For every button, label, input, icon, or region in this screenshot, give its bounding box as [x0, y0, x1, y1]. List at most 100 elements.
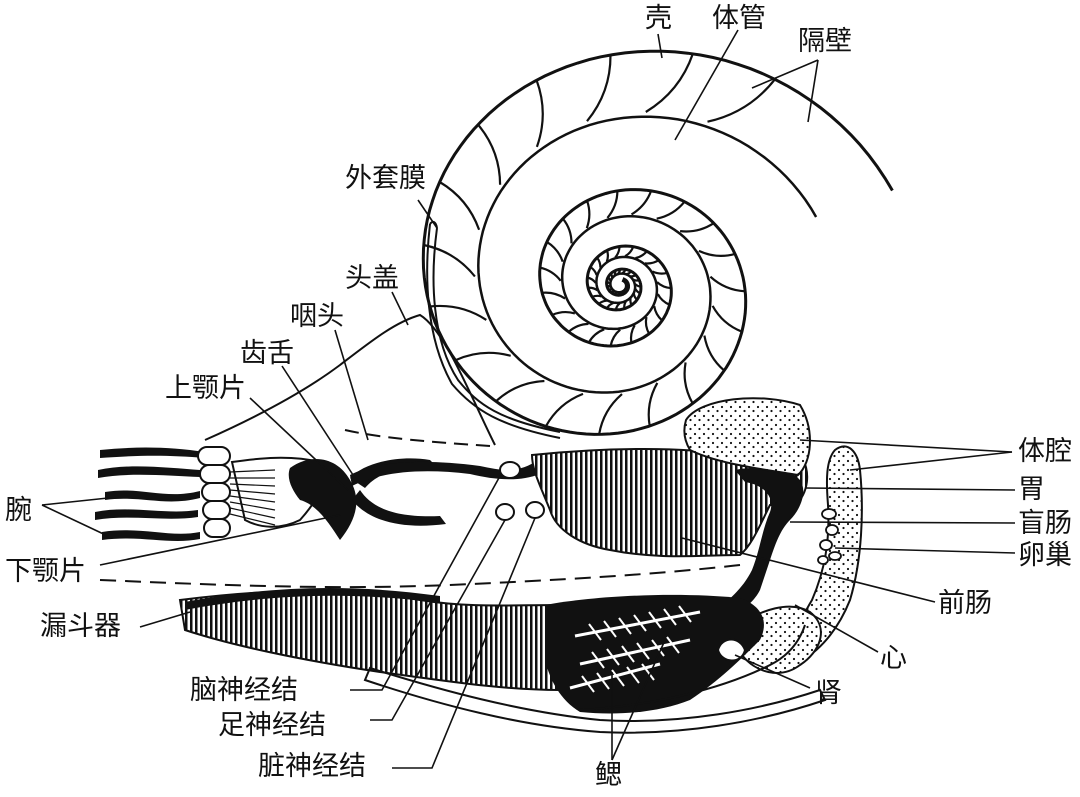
septum-line [535, 79, 544, 148]
septum-line [630, 274, 637, 278]
label-septum: 隔壁 [798, 26, 852, 57]
septum-line [617, 291, 621, 296]
septum-line [703, 335, 725, 372]
label-siphuncle: 体管 [712, 3, 766, 34]
septum-line [585, 200, 591, 229]
label-caecum: 盲肠 [1018, 508, 1072, 539]
label-cerebral-ganglion: 脑神经结 [190, 675, 298, 706]
septum-line [546, 240, 564, 263]
septum-line [544, 392, 584, 427]
septum-line [586, 54, 612, 122]
septum-line [541, 291, 566, 300]
septum-line [629, 324, 636, 343]
septum-line [623, 300, 627, 309]
septum-line [598, 393, 623, 435]
gills [569, 605, 701, 693]
label-coelom: 体腔 [1018, 436, 1072, 467]
septum-line [454, 351, 511, 362]
septum-line [609, 328, 621, 347]
septum-line [644, 316, 651, 335]
septum-line [624, 246, 635, 258]
septum-line [596, 256, 602, 268]
septum-line [495, 379, 545, 403]
septum-line [477, 123, 502, 185]
septum-line [645, 53, 694, 113]
septum-line [632, 278, 640, 282]
septum-line [656, 281, 672, 290]
septum-line [606, 284, 612, 288]
septum-line [609, 273, 614, 278]
label-pedal-ganglion: 足神经结 [218, 710, 326, 741]
label-heart: 心 [880, 643, 907, 674]
septum-line [630, 190, 653, 216]
septum-line [613, 291, 618, 296]
septum-line [605, 301, 614, 309]
septum-line [591, 294, 602, 298]
septum-line [614, 246, 621, 259]
ovary [817, 508, 842, 565]
septum-line [635, 250, 648, 260]
label-ovary: 卵巢 [1018, 540, 1072, 571]
label-hood: 头盖 [345, 263, 399, 294]
septum-line [587, 328, 605, 343]
septum-line [656, 201, 686, 220]
label-funnel: 漏斗器 [40, 611, 121, 642]
septum-line [679, 222, 715, 233]
digestive-tract [350, 444, 809, 615]
label-shell: 壳 [645, 3, 672, 34]
septum-line [634, 283, 642, 288]
septum-line [656, 293, 671, 306]
label-stomach: 胃 [1018, 474, 1045, 505]
septum-line [653, 305, 663, 322]
septum-line [562, 218, 573, 244]
septum-line [606, 280, 611, 285]
septum-line [597, 299, 607, 305]
septum-line [551, 310, 576, 316]
septum-line [683, 362, 694, 405]
septum-line [423, 243, 476, 278]
septum-line [429, 304, 487, 321]
label-gill: 鳃 [595, 760, 622, 791]
septum-line [632, 293, 638, 301]
septum-line [610, 290, 615, 294]
hood [99, 313, 741, 589]
label-visceral-ganglion: 脏神经结 [258, 751, 366, 782]
septum-line [588, 286, 599, 292]
leader-lines [41, 29, 1016, 769]
septum-line [621, 268, 627, 275]
septum-line [698, 249, 736, 257]
septum-line [614, 302, 621, 311]
label-foregut: 前肠 [938, 588, 992, 619]
septum-line [605, 250, 609, 262]
septum-line [539, 266, 562, 282]
septum-line [644, 259, 660, 265]
label-radula: 齿舌 [240, 338, 294, 369]
septum-line [567, 322, 589, 333]
septum-line [707, 78, 776, 123]
septum-line [634, 288, 641, 295]
septum-line [617, 269, 622, 275]
septum-line [613, 270, 617, 276]
label-arms: 腕 [5, 495, 32, 526]
septum-line [711, 305, 743, 333]
septum-line [587, 276, 597, 284]
mantle-cavity [363, 594, 827, 734]
label-pharynx: 咽头 [290, 301, 344, 332]
label-kidney: 肾 [815, 678, 842, 709]
septum-line [629, 297, 633, 306]
shell-spiral [421, 49, 894, 436]
septum-line [607, 276, 612, 282]
septum-line [606, 190, 619, 219]
septum-line [709, 275, 746, 293]
label-upper-jaw: 上颚片 [165, 373, 246, 404]
septum-line [651, 270, 668, 275]
septum-line [620, 291, 624, 295]
septum-line [647, 382, 659, 427]
kidney [716, 638, 747, 662]
ganglia [495, 461, 545, 521]
label-mantle: 外套膜 [345, 163, 426, 194]
label-lower-jaw: 下颚片 [5, 556, 86, 587]
septum-line [589, 266, 598, 276]
arms-tentacles [95, 446, 357, 541]
